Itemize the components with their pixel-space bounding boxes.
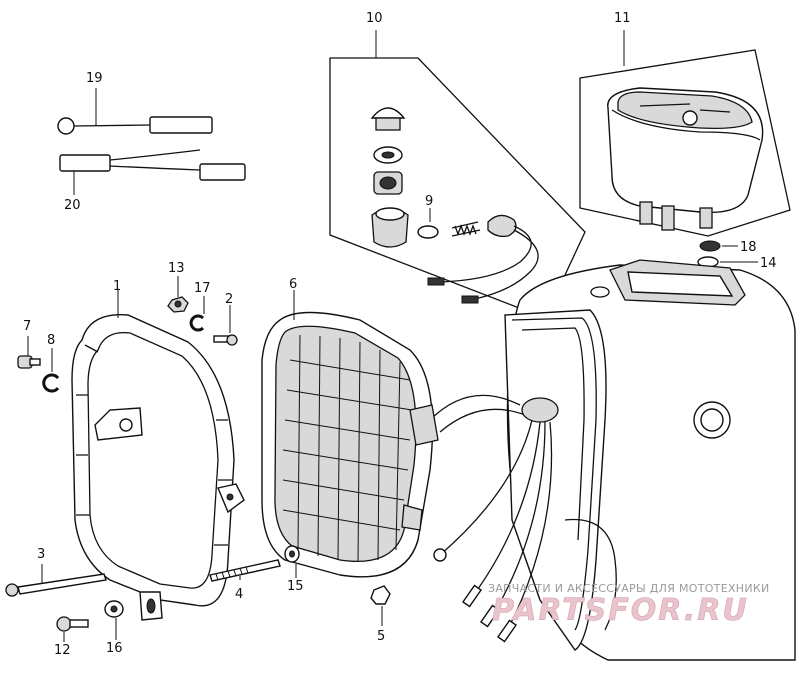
- headlight-case: [504, 259, 796, 661]
- nut-5: [370, 585, 391, 605]
- watermark-subtitle: ЗАПЧАСТИ И АКСЕССУАРЫ ДЛЯ МОТОТЕХНИКИ: [488, 582, 770, 595]
- stud-4: [209, 559, 281, 582]
- callout-19: 19: [86, 71, 103, 86]
- callout-16: 16: [106, 641, 123, 656]
- screw-7: [17, 355, 41, 369]
- callout-13: 13: [168, 261, 185, 276]
- wire-harness: [429, 394, 559, 643]
- callout-labels: 1 2 3 4 5 6 7 8 9 10 11 12 13 14 15 16 1…: [23, 11, 777, 658]
- callout-17: 17: [194, 281, 211, 296]
- callout-15: 15: [287, 579, 304, 594]
- callout-5: 5: [377, 629, 385, 644]
- group-11-bracket: [579, 49, 791, 237]
- bulb-lead-20: [59, 149, 246, 181]
- headlight-unit-6: [261, 311, 439, 578]
- callout-11: 11: [614, 11, 631, 26]
- callout-7: 7: [23, 319, 31, 334]
- bulb-lead-19: [57, 116, 213, 135]
- callout-10: 10: [366, 11, 383, 26]
- washer-17: [189, 314, 205, 332]
- bulb-9: [417, 214, 539, 304]
- grommet-18: [699, 240, 721, 252]
- nut-13: [167, 296, 189, 313]
- callout-2: 2: [225, 292, 233, 307]
- speedometer-11: [607, 87, 764, 231]
- callout-20: 20: [64, 198, 81, 213]
- headlight-rim-1: [71, 314, 245, 621]
- callout-4: 4: [235, 587, 243, 602]
- callout-12: 12: [54, 643, 71, 658]
- screw-12: [56, 616, 89, 632]
- watermark: ЗАПЧАСТИ И АКСЕССУАРЫ ДЛЯ МОТОТЕХНИКИ PA…: [488, 582, 770, 628]
- callout-14: 14: [760, 256, 777, 271]
- watermark-logo: PARTSFOR.RU: [492, 593, 749, 628]
- clip-8: [42, 373, 60, 393]
- callout-3: 3: [37, 547, 45, 562]
- callout-8: 8: [47, 333, 55, 348]
- screw-2: [213, 334, 238, 346]
- switch-assembly-10: [370, 107, 409, 248]
- group-10-bracket: [329, 57, 586, 319]
- leader-lines: [27, 30, 625, 642]
- callout-18: 18: [740, 240, 757, 255]
- callout-9: 9: [425, 194, 433, 209]
- bolt-3: [5, 573, 107, 597]
- callout-1: 1: [113, 279, 121, 294]
- callout-6: 6: [289, 277, 297, 292]
